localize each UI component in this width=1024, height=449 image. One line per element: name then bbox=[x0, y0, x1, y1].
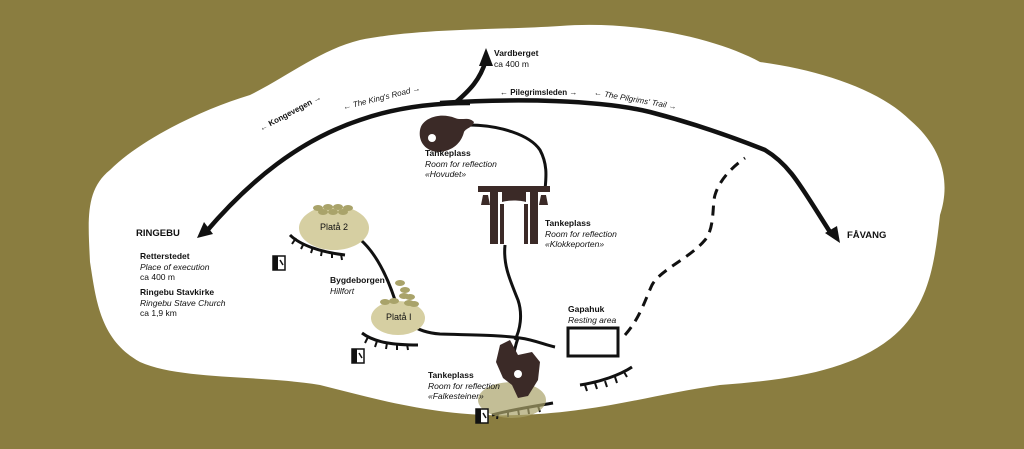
head-sculpture-icon bbox=[419, 115, 474, 152]
plata-2-area bbox=[299, 206, 369, 250]
stone-wall-1 bbox=[380, 280, 419, 307]
map-area bbox=[88, 24, 945, 416]
label-favang: FÅVANG bbox=[847, 230, 887, 241]
fall-hazard-icon bbox=[475, 408, 489, 424]
kongevegen-trail bbox=[203, 100, 471, 235]
bygdeborg-path bbox=[344, 228, 556, 349]
gapahuk-dashed-path bbox=[623, 156, 746, 336]
bell-gate-icon bbox=[478, 186, 550, 244]
trail-label-pilegrimsleden: ← Pilegrimsleden → bbox=[500, 88, 578, 97]
arrow-vardberget bbox=[479, 48, 493, 66]
stone-wall-2 bbox=[313, 204, 353, 215]
arrow-ringebu bbox=[197, 222, 213, 238]
label-ringebu: RINGEBU bbox=[136, 228, 180, 239]
cliff-hatch-east bbox=[579, 365, 633, 392]
label-plata-1: Platå I bbox=[386, 312, 412, 322]
pilegrimsleden-trail bbox=[439, 98, 832, 234]
klokkeporten-path bbox=[503, 244, 523, 341]
gapahuk-shelter bbox=[566, 326, 620, 358]
arrow-favang bbox=[825, 226, 840, 243]
cliff-hatch-plata2 bbox=[288, 233, 346, 261]
falcon-stone-icon bbox=[478, 340, 546, 418]
fall-hazard-icon bbox=[351, 348, 365, 364]
label-plata-2: Platå 2 bbox=[320, 222, 349, 232]
fall-hazard-icon bbox=[272, 255, 286, 271]
cliff-hatch-plata1 bbox=[361, 331, 419, 351]
hovudet-path bbox=[467, 123, 548, 191]
plata-1-area bbox=[371, 301, 425, 335]
